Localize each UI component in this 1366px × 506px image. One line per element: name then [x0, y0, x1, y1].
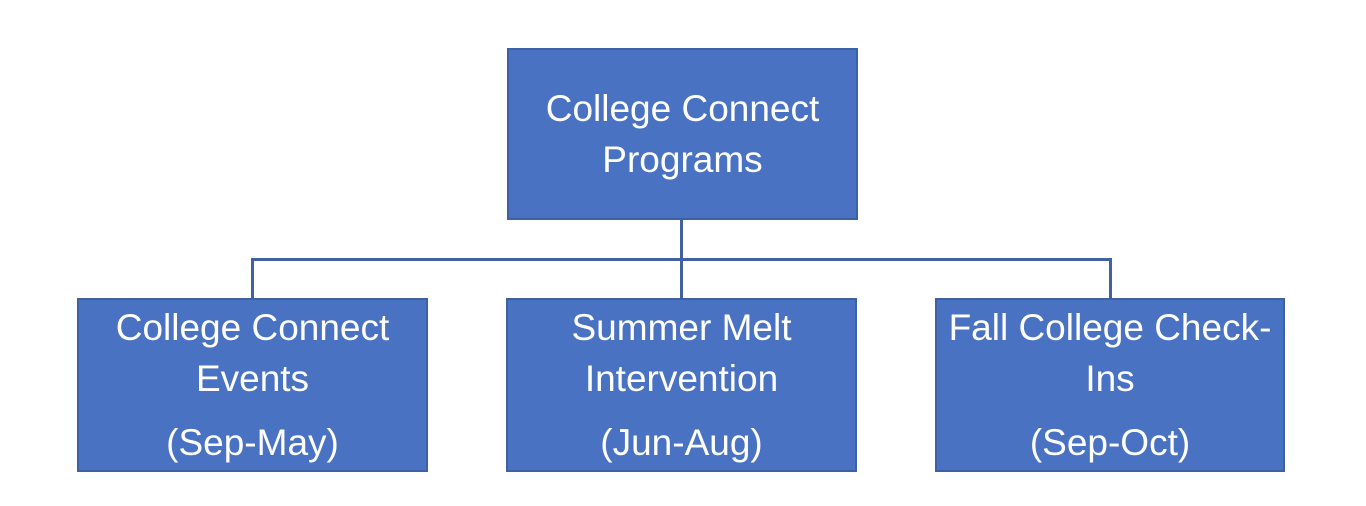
connector-right-drop	[1109, 258, 1112, 298]
connector-horizontal-bar	[251, 258, 1112, 261]
node-root-label: College Connect Programs	[545, 87, 820, 180]
node-title: Fall College Check-Ins	[948, 307, 1272, 400]
connector-left-drop	[251, 258, 254, 298]
node-root: College Connect Programs	[507, 48, 858, 220]
node-college-connect-events: College Connect Events (Sep-May)	[77, 298, 428, 472]
node-fall-college-check-ins: Fall College Check-Ins (Sep-Oct)	[935, 298, 1285, 472]
node-period: (Jun-Aug)	[600, 421, 763, 463]
node-period: (Sep-Oct)	[1029, 421, 1191, 463]
node-title: College Connect Events	[115, 307, 390, 400]
node-summer-melt-intervention: Summer Melt Intervention (Jun-Aug)	[506, 298, 857, 472]
node-title: Summer Melt Intervention	[571, 307, 792, 400]
node-period: (Sep-May)	[166, 421, 339, 463]
